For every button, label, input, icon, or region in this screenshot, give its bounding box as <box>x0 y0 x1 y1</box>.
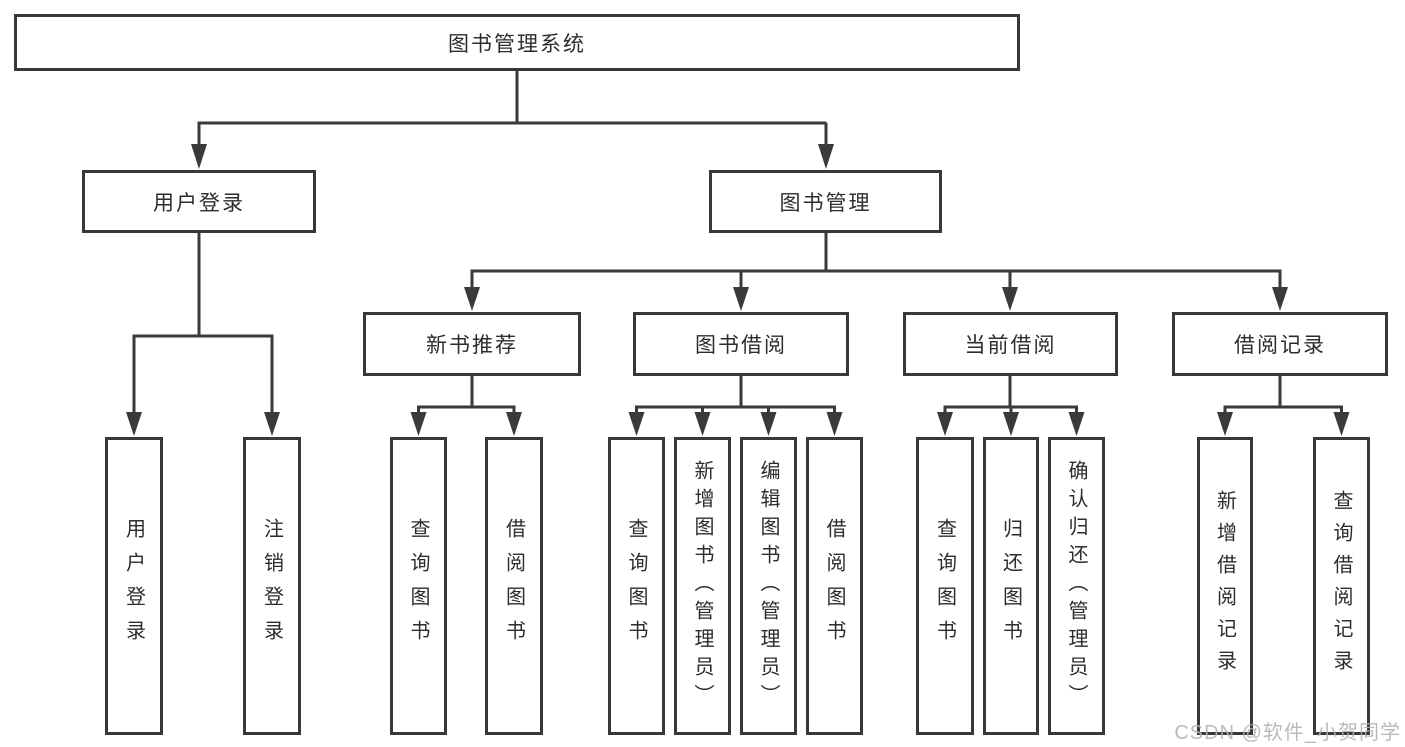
node-current-borrow: 当前借阅 <box>903 312 1118 376</box>
leaf-confirm-return-admin: 确认归还（管理员） <box>1048 437 1105 735</box>
leaf-return-book: 归还图书 <box>983 437 1039 735</box>
leaf-query-borrow-record: 查询借阅记录 <box>1313 437 1370 735</box>
node-borrow-records: 借阅记录 <box>1172 312 1388 376</box>
leaf-borrow-books: 借阅图书 <box>806 437 863 735</box>
leaf-query-books-recommend: 查询图书 <box>390 437 447 735</box>
node-user-login: 用户登录 <box>82 170 316 233</box>
node-new-book-recommend: 新书推荐 <box>363 312 581 376</box>
leaf-user-login: 用户登录 <box>105 437 163 735</box>
leaf-add-book-admin: 新增图书（管理员） <box>674 437 731 735</box>
node-book-borrow: 图书借阅 <box>633 312 849 376</box>
leaf-logout: 注销登录 <box>243 437 301 735</box>
leaf-query-books-current: 查询图书 <box>916 437 974 735</box>
node-book-management: 图书管理 <box>709 170 942 233</box>
leaf-add-borrow-record: 新增借阅记录 <box>1197 437 1253 735</box>
leaf-edit-book-admin: 编辑图书（管理员） <box>740 437 797 735</box>
node-library-management-system: 图书管理系统 <box>14 14 1020 71</box>
leaf-query-books-borrow: 查询图书 <box>608 437 665 735</box>
leaf-borrow-books-recommend: 借阅图书 <box>485 437 543 735</box>
